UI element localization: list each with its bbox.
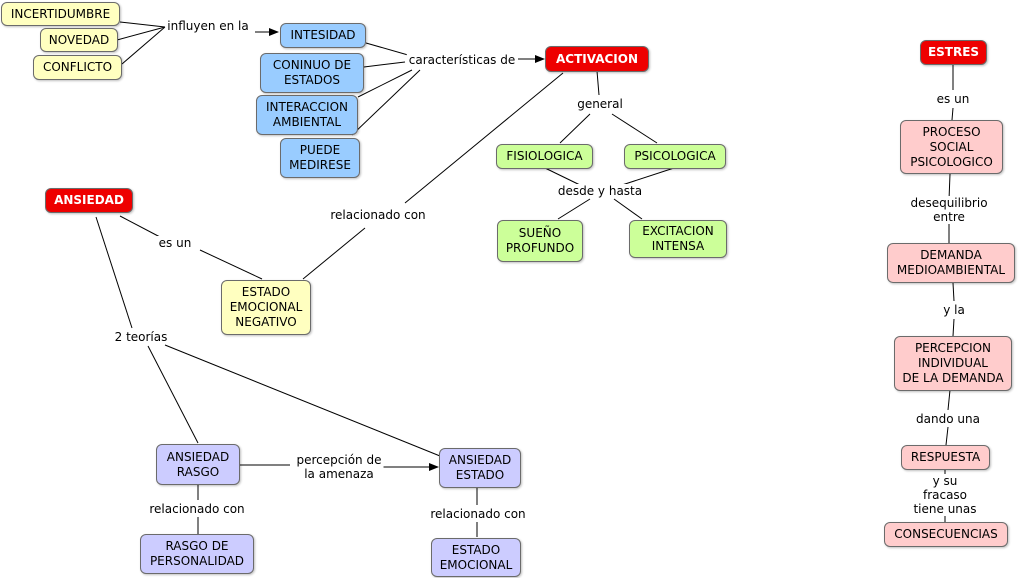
link-y-su-fracaso: y su fracaso tiene unas (908, 474, 982, 516)
connector-line (404, 72, 564, 204)
connector-line (559, 113, 591, 144)
link-dos-teorias: 2 teorías (112, 330, 170, 344)
node-ansiedad-rasgo[interactable]: ANSIEDAD RASGO (156, 444, 240, 485)
connector-line (596, 70, 600, 96)
connector-line (357, 69, 413, 98)
connector-line (613, 198, 643, 220)
connector-line (121, 26, 166, 65)
connector-line (351, 69, 421, 136)
connector-line (945, 426, 949, 446)
connector-line (363, 61, 406, 68)
node-fisiologica[interactable]: FISIOLOGICA (496, 144, 593, 169)
connector-line (164, 344, 441, 457)
connector-line (947, 389, 951, 411)
link-y-la: y la (941, 303, 967, 317)
connector-line (948, 173, 951, 201)
connector-line (119, 21, 166, 28)
connector-line (952, 282, 955, 302)
node-estado-emocional-negativo[interactable]: ESTADO EMOCIONAL NEGATIVO (221, 280, 311, 335)
node-rasgo-de-personalidad[interactable]: RASGO DE PERSONALIDAD (140, 534, 254, 574)
link-influyen-en-la: influyen en la (165, 19, 251, 33)
connector-line (557, 198, 591, 220)
connector-line (116, 26, 166, 41)
node-ansiedad-estado[interactable]: ANSIEDAD ESTADO (439, 448, 521, 488)
node-estres[interactable]: ESTRES (920, 40, 987, 65)
connector-line (365, 42, 409, 56)
link-relacionado-con-rasgo: relacionado con (147, 502, 247, 516)
node-puede-medirese[interactable]: PUEDE MEDIRESE (280, 138, 360, 178)
node-ansiedad[interactable]: ANSIEDAD (45, 188, 133, 213)
node-consecuencias[interactable]: CONSECUENCIAS (884, 522, 1008, 547)
connector-line (199, 249, 263, 280)
node-respuesta[interactable]: RESPUESTA (901, 445, 990, 470)
node-interaccion-ambiental[interactable]: INTERACCION AMBIENTAL (256, 95, 358, 135)
connector-line (952, 318, 955, 337)
connector-line (621, 167, 675, 186)
node-sueno-profundo[interactable]: SUEÑO PROFUNDO (497, 220, 583, 262)
link-caracteristicas-de: características de (406, 53, 518, 67)
node-novedad[interactable]: NOVEDAD (40, 28, 118, 52)
node-intesidad[interactable]: INTESIDAD (280, 23, 366, 48)
link-relacionado-con-activacion: relacionado con (328, 208, 428, 222)
node-percepcion-individual[interactable]: PERCEPCION INDIVIDUAL DE LA DEMANDA (894, 336, 1012, 391)
connector-line (119, 215, 161, 238)
link-dando-una: dando una (914, 412, 982, 426)
node-psicologica[interactable]: PSICOLOGICA (624, 144, 726, 169)
link-es-un-ansiedad: es un (156, 236, 194, 250)
link-percepcion-de-la-amenaza: percepción de la amenaza (294, 453, 384, 481)
connector-line (302, 227, 366, 280)
link-general: general (575, 97, 625, 111)
node-demanda-medioambiental[interactable]: DEMANDA MEDIOAMBIENTAL (887, 243, 1015, 283)
link-relacionado-con-estado: relacionado con (428, 507, 528, 521)
link-desde-y-hasta: desde y hasta (555, 184, 645, 198)
connector-line (147, 345, 199, 444)
node-incertidumbre[interactable]: INCERTIDUMBRE (1, 2, 120, 26)
node-coninuo-de-estados[interactable]: CONINUO DE ESTADOS (260, 53, 364, 93)
link-es-un-estres: es un (934, 92, 972, 106)
node-estado-emocional[interactable]: ESTADO EMOCIONAL (431, 538, 521, 577)
connector-line (544, 167, 581, 186)
connector-line (95, 216, 133, 329)
node-activacion[interactable]: ACTIVACION (545, 46, 649, 72)
node-conflicto[interactable]: CONFLICTO (33, 55, 122, 80)
link-desequilibrio-entre: desequilibrio entre (908, 196, 990, 224)
connector-line (951, 107, 954, 121)
node-excitacion-intensa[interactable]: EXCITACION INTENSA (629, 220, 727, 258)
connector-line (611, 113, 658, 144)
node-proceso-social-psicologico[interactable]: PROCESO SOCIAL PSICOLOGICO (900, 120, 1003, 174)
